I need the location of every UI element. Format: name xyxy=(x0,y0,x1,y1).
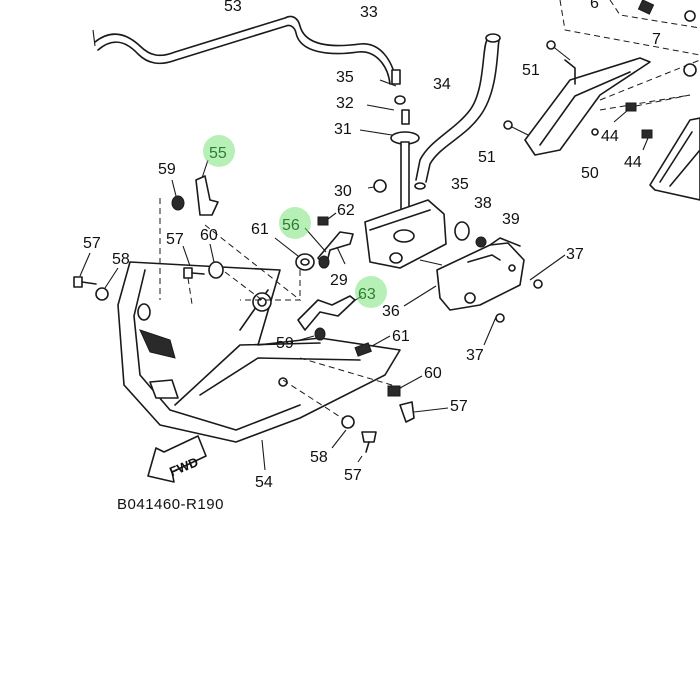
callout-6: 6 xyxy=(590,0,599,12)
callout-62: 62 xyxy=(337,202,355,219)
callout-59-mid: 59 xyxy=(276,335,294,352)
callout-51-top: 51 xyxy=(522,62,540,79)
fairing-54 xyxy=(117,261,401,471)
callout-30: 30 xyxy=(334,183,352,200)
callout-61-top: 61 xyxy=(251,221,269,238)
diagram-reference-code: B041460-R190 xyxy=(117,496,224,513)
housing-29 xyxy=(364,179,487,269)
callout-60-mid: 60 xyxy=(424,365,442,382)
side-cover-right xyxy=(649,117,700,201)
callout-34: 34 xyxy=(433,76,451,93)
callout-37-right: 37 xyxy=(566,246,584,263)
callout-59-top: 59 xyxy=(158,161,176,178)
callout-63: 63 xyxy=(358,286,376,303)
callout-35-top: 35 xyxy=(336,69,354,86)
callout-57-d: 57 xyxy=(344,467,362,484)
callout-57-b: 57 xyxy=(166,231,184,248)
callout-36: 36 xyxy=(382,303,400,320)
fwd-arrow: FWD xyxy=(147,435,207,483)
breather-pipe xyxy=(92,15,401,85)
callout-57-c: 57 xyxy=(450,398,468,415)
callout-53: 53 xyxy=(224,0,242,15)
callout-32: 32 xyxy=(336,95,354,112)
bracket-50 xyxy=(524,57,700,156)
callout-55: 55 xyxy=(209,145,227,162)
callout-labels: 33 53 6 7 35 32 31 34 51 51 44 44 50 55 … xyxy=(83,0,661,491)
callout-60-top: 60 xyxy=(200,227,218,244)
callout-51-lower: 51 xyxy=(478,149,496,166)
callout-39: 39 xyxy=(502,211,520,228)
callout-37-lower: 37 xyxy=(466,347,484,364)
housing-36 xyxy=(403,237,566,346)
callout-44-b: 44 xyxy=(624,154,642,171)
fitting-31-35 xyxy=(359,79,420,229)
fasteners-left xyxy=(73,159,224,301)
parts-56-61-62-63 xyxy=(274,212,449,463)
callout-58-bottom: 58 xyxy=(310,449,328,466)
assembly-dash-lines xyxy=(159,198,403,421)
callout-50: 50 xyxy=(581,165,599,182)
callout-7: 7 xyxy=(652,31,661,48)
callout-44-a: 44 xyxy=(601,128,619,145)
callout-61-mid: 61 xyxy=(392,328,410,345)
callout-33: 33 xyxy=(360,4,378,21)
callout-29: 29 xyxy=(330,272,348,289)
inset-box-top-right xyxy=(559,0,700,77)
callout-35-mid: 35 xyxy=(451,176,469,193)
callout-58-top: 58 xyxy=(112,251,130,268)
callout-57-a: 57 xyxy=(83,235,101,252)
highlight-halos xyxy=(203,135,387,308)
callout-31: 31 xyxy=(334,121,352,138)
fasteners-51-44 xyxy=(503,40,691,151)
callout-56: 56 xyxy=(282,217,300,234)
callout-54: 54 xyxy=(255,474,273,491)
callout-38: 38 xyxy=(474,195,492,212)
hose-34 xyxy=(415,33,501,183)
